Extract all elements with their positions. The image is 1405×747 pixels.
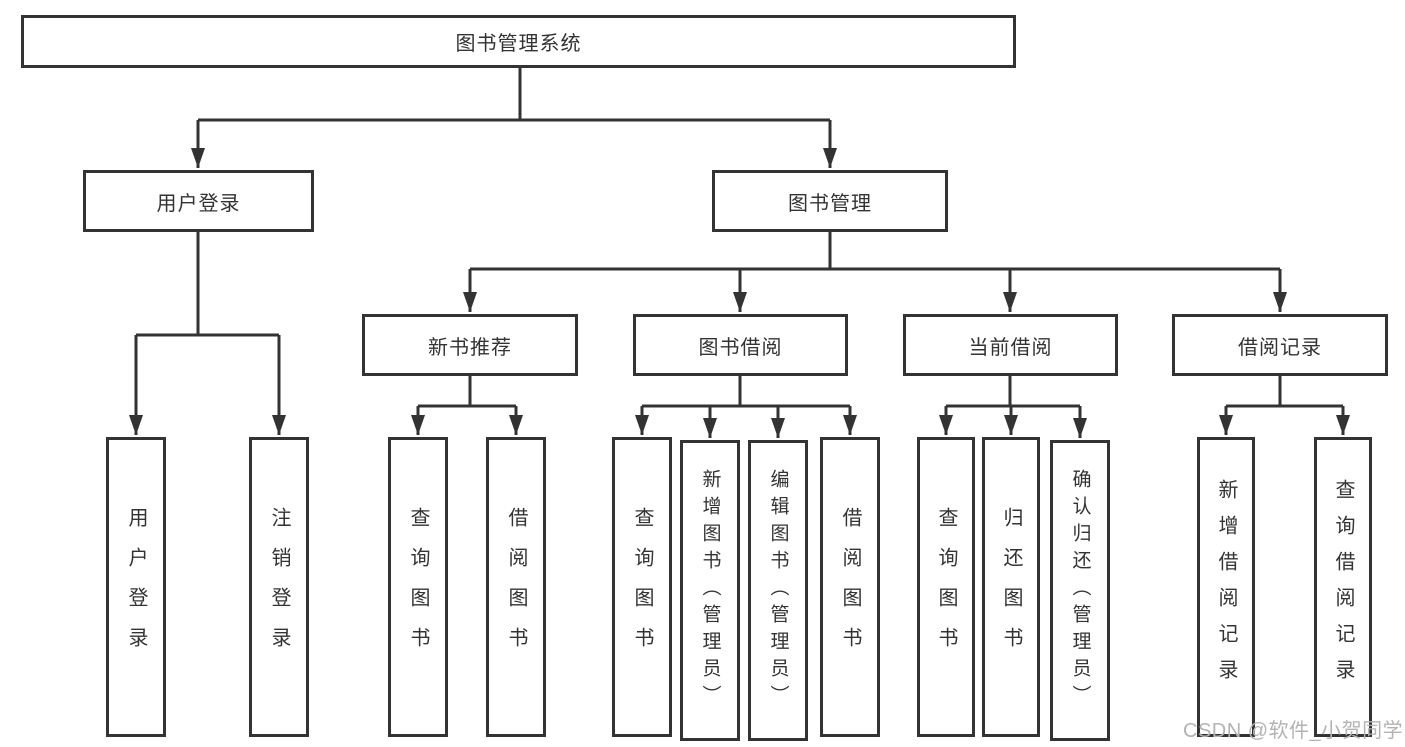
- leaf-edit-book-admin: 编辑图书（管理员）: [748, 440, 808, 741]
- leaf-query-books-borrow: 查询图书: [612, 437, 672, 737]
- leaf-confirm-return-admin: 确认归还（管理员）: [1050, 440, 1110, 741]
- connector-new-book-recommend-to-leaves: [411, 376, 523, 435]
- node-current-borrow: 当前借阅: [903, 314, 1118, 376]
- connector-book-borrow-to-leaves: [635, 376, 857, 438]
- leaf-logout: 注销登录: [249, 437, 309, 737]
- connector-borrow-records-to-leaves: [1219, 376, 1350, 435]
- connector-user-login-to-leaves: [129, 232, 286, 435]
- leaf-add-borrow-record: 新增借阅记录: [1197, 437, 1255, 737]
- node-book-borrow: 图书借阅: [633, 314, 848, 376]
- connector-book-management-to-level3: [463, 232, 1287, 312]
- leaf-user-login: 用户登录: [106, 437, 166, 737]
- connector-current-borrow-to-leaves: [939, 376, 1087, 438]
- node-root: 图书管理系统: [21, 15, 1016, 68]
- node-user-login: 用户登录: [83, 170, 314, 232]
- leaf-borrow-books-recommend: 借阅图书: [486, 437, 546, 737]
- leaf-borrow-books-borrow: 借阅图书: [820, 437, 880, 737]
- leaf-return-books: 归还图书: [982, 437, 1040, 737]
- node-borrow-records: 借阅记录: [1172, 314, 1388, 376]
- node-new-book-recommend: 新书推荐: [362, 314, 578, 376]
- leaf-add-book-admin: 新增图书（管理员）: [680, 440, 740, 741]
- leaf-query-borrow-record: 查询借阅记录: [1314, 437, 1372, 737]
- watermark: CSDN @软件_小贺同学: [1183, 720, 1404, 742]
- leaf-query-books-recommend: 查询图书: [388, 437, 448, 737]
- node-book-management: 图书管理: [712, 170, 948, 232]
- connector-root-to-level2: [191, 67, 837, 168]
- leaf-query-books-current: 查询图书: [917, 437, 975, 737]
